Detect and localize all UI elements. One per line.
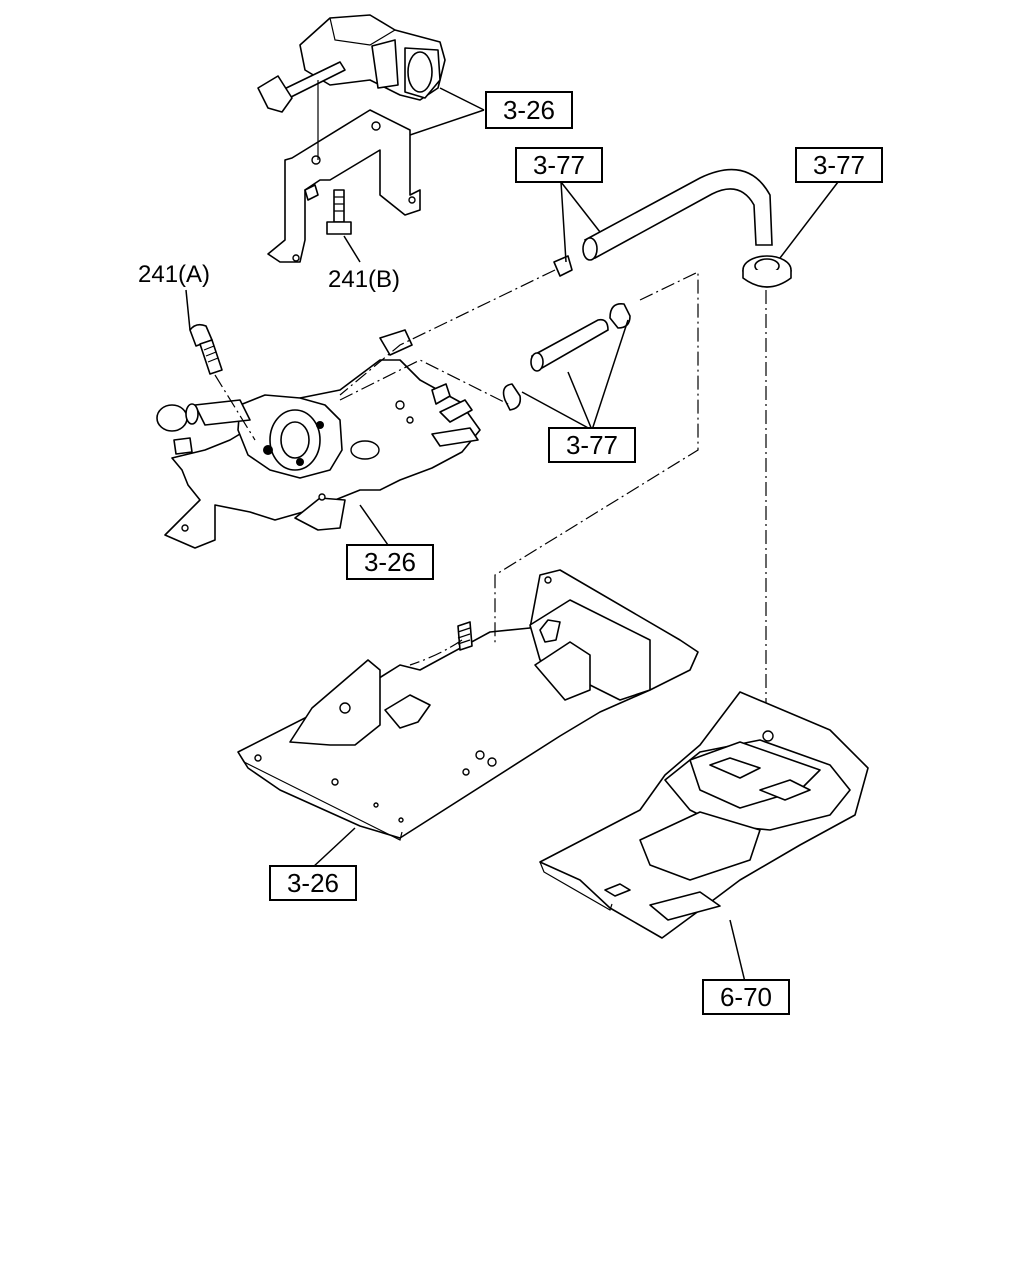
callout-bottom-plate-text: 3-26 (287, 868, 339, 898)
label-bolt-b: 241(B) (328, 266, 400, 293)
connection-lines (339, 269, 699, 645)
floor-plate-assembly (237, 569, 699, 841)
hose-assembly (502, 168, 792, 738)
callout-top-bracket: 3-26 (485, 91, 573, 129)
callout-hose-top-left: 3-77 (515, 147, 603, 183)
top-shift-lever-assembly (257, 14, 446, 263)
callout-mid-bracket: 3-26 (346, 544, 434, 580)
callout-mid-bracket-text: 3-26 (364, 547, 416, 577)
middle-shift-bracket-assembly (156, 323, 481, 549)
callout-hose-top-right: 3-77 (795, 147, 883, 183)
callout-hose-middle: 3-77 (548, 427, 636, 463)
callout-hose-top-left-text: 3-77 (533, 150, 585, 180)
callout-floor-cover-text: 6-70 (720, 982, 772, 1012)
floor-cover-assembly (539, 691, 869, 939)
callout-bottom-plate: 3-26 (269, 865, 357, 901)
leader-lines (185, 87, 839, 983)
label-bolt-a: 241(A) (138, 261, 210, 288)
callout-hose-top-right-text: 3-77 (813, 150, 865, 180)
callout-floor-cover: 6-70 (702, 979, 790, 1015)
callout-hose-middle-text: 3-77 (566, 430, 618, 460)
callout-top-bracket-text: 3-26 (503, 95, 555, 125)
